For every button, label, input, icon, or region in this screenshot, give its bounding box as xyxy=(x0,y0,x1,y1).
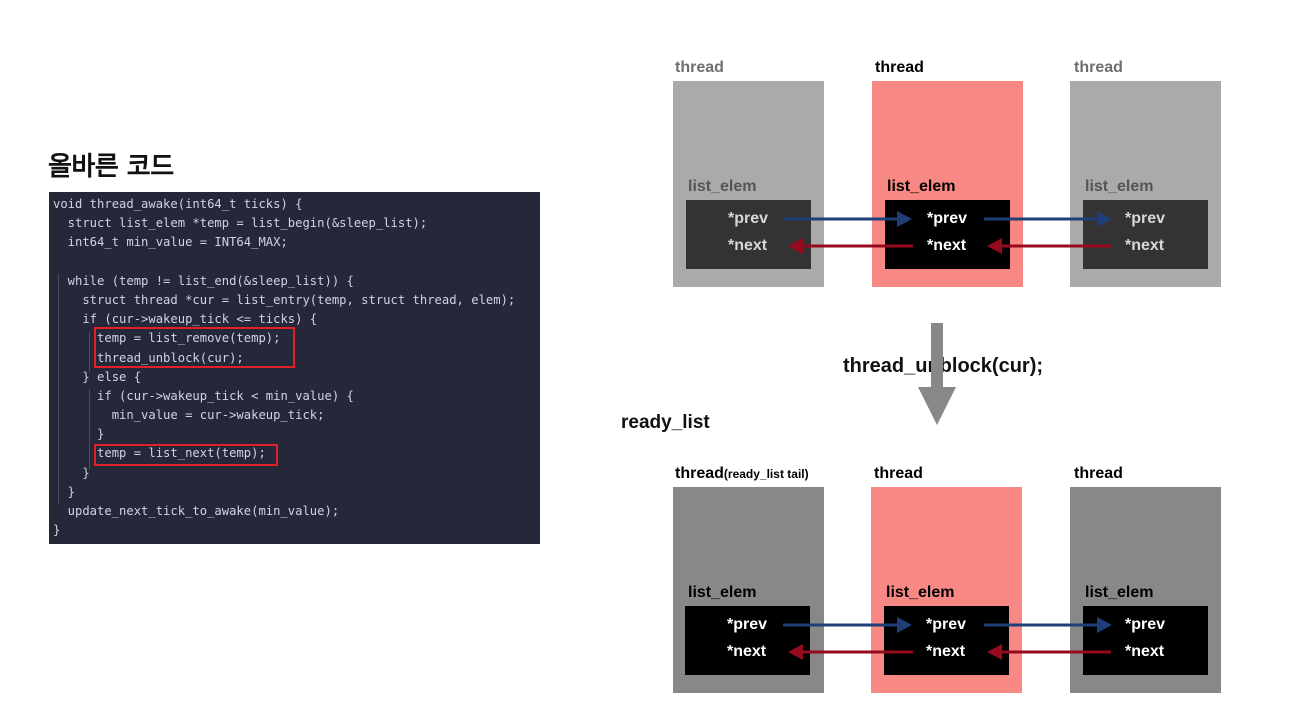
list-elem-label: list_elem xyxy=(688,584,757,601)
prev-pointer: *prev xyxy=(1125,616,1166,633)
code-line: while (temp != list_end(&sleep_list)) { xyxy=(53,273,354,288)
code-line: temp = list_next(temp); xyxy=(53,446,266,461)
next-pointer: *next xyxy=(1125,237,1165,254)
thread-label: thread xyxy=(1074,465,1123,482)
next-link-arrow xyxy=(788,238,913,254)
prev-link-arrow xyxy=(783,617,912,633)
next-link-arrow xyxy=(788,644,913,660)
list-elem-label: list_elem xyxy=(1085,584,1154,601)
thread-label: thread xyxy=(675,59,724,76)
prev-link-arrow xyxy=(984,211,1112,227)
prev-link-arrow xyxy=(783,211,912,227)
list-elem-box xyxy=(685,606,810,675)
code-line: min_value = cur->wakeup_tick; xyxy=(53,408,325,423)
code-line: if (cur->wakeup_tick <= ticks) { xyxy=(53,312,318,327)
list-elem-box-active xyxy=(885,200,1010,269)
prev-pointer: *prev xyxy=(727,616,768,633)
list-elem-label: list_elem xyxy=(886,584,955,601)
ready-list-tail-note: (ready_list tail) xyxy=(723,467,809,481)
list-elem-label: list_elem xyxy=(688,178,757,195)
next-link-arrow xyxy=(987,238,1111,254)
list-elem-box xyxy=(1083,200,1208,269)
code-line: struct list_elem *temp = list_begin(&sle… xyxy=(53,216,428,231)
indent-guide xyxy=(89,389,90,469)
prev-pointer: *prev xyxy=(927,210,968,227)
transition-label: thread_unblock(cur); xyxy=(843,355,1044,377)
list-elem-box xyxy=(686,200,811,269)
code-block: void thread_awake(int64_t ticks) { struc… xyxy=(49,192,540,544)
prev-pointer: *prev xyxy=(728,210,769,227)
ready-list-label: ready_list xyxy=(621,412,710,433)
code-line: if (cur->wakeup_tick < min_value) { xyxy=(53,388,354,403)
next-pointer: *next xyxy=(927,237,967,254)
prev-pointer: *prev xyxy=(926,616,967,633)
thread-label: thread xyxy=(875,59,924,76)
thread-label: thread xyxy=(874,465,923,482)
code-line: temp = list_remove(temp); xyxy=(53,331,281,346)
list-elem-box xyxy=(1083,606,1208,675)
code-line: int64_t min_value = INT64_MAX; xyxy=(53,235,288,250)
code-line: } xyxy=(53,484,76,499)
next-pointer: *next xyxy=(728,237,768,254)
thread-label-text: thread xyxy=(675,465,724,482)
down-arrow xyxy=(918,323,956,425)
code-line: thread_unblock(cur); xyxy=(53,350,244,365)
thread-label: thread xyxy=(1074,59,1123,76)
code-line: update_next_tick_to_awake(min_value); xyxy=(53,504,340,518)
highlight-box-remove-unblock xyxy=(94,327,295,368)
next-pointer: *next xyxy=(1125,643,1165,660)
page-title: 올바른 코드 xyxy=(48,152,174,182)
next-pointer: *next xyxy=(727,643,767,660)
prev-pointer: *prev xyxy=(1125,210,1166,227)
next-pointer: *next xyxy=(926,643,966,660)
indent-guide xyxy=(58,274,59,504)
code-line: void thread_awake(int64_t ticks) { xyxy=(53,197,303,211)
code-line: } xyxy=(53,465,90,480)
list-elem-box-active xyxy=(884,606,1009,675)
code-line: } xyxy=(53,523,61,538)
code-line: } else { xyxy=(53,369,142,384)
list-elem-label: list_elem xyxy=(887,178,956,195)
indent-guide xyxy=(89,332,90,372)
code-line: struct thread *cur = list_entry(temp, st… xyxy=(53,292,516,307)
prev-link-arrow xyxy=(984,617,1112,633)
next-link-arrow xyxy=(987,644,1111,660)
code-line: } xyxy=(53,427,105,442)
thread-label: thread(ready_list tail) xyxy=(675,465,809,483)
list-elem-label: list_elem xyxy=(1085,178,1154,195)
highlight-box-list-next xyxy=(94,444,278,466)
